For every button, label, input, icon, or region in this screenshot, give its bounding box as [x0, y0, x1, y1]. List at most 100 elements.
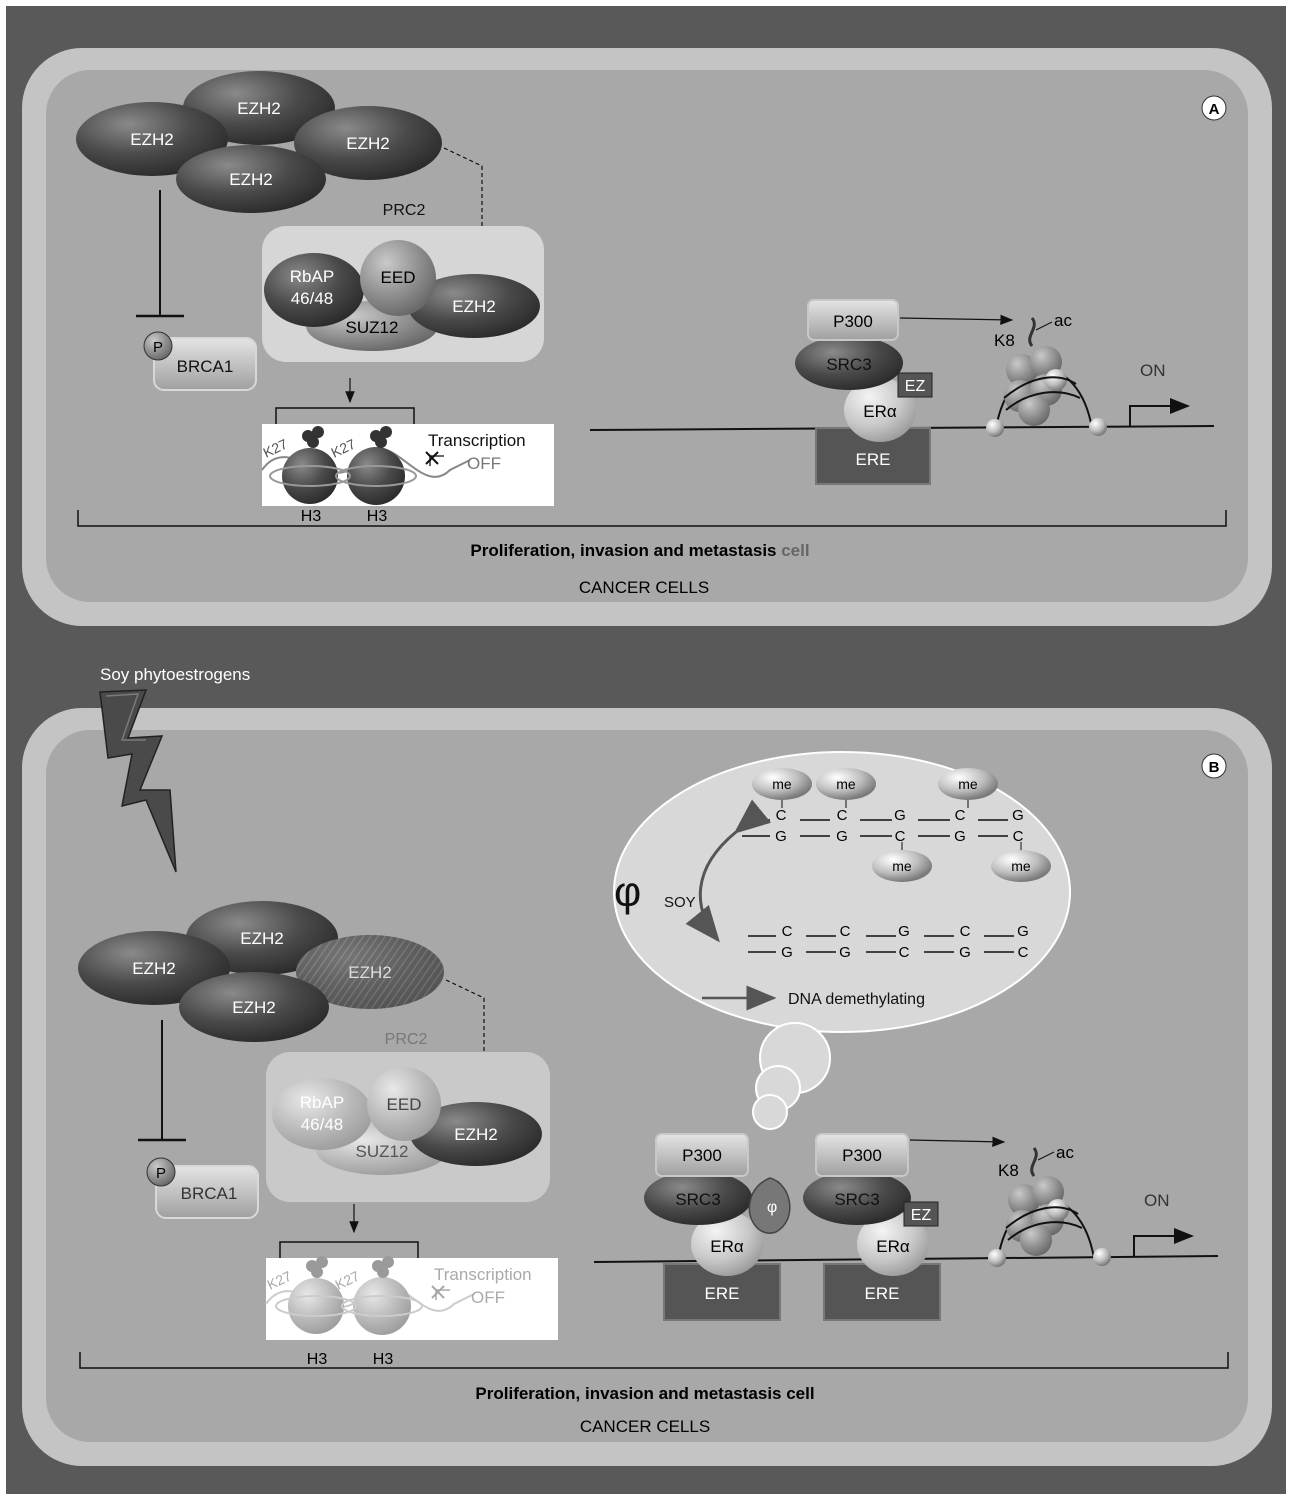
histone-h3: [282, 448, 338, 504]
k8-label: K8: [998, 1161, 1019, 1180]
ezh2-label: EZH2: [348, 963, 391, 982]
acetylated-nucleosome-b: [988, 1147, 1111, 1267]
er-alpha-label: ERα: [863, 402, 897, 421]
er-alpha-oval: [691, 1212, 763, 1276]
h3-label: H3: [307, 1351, 328, 1368]
ezh2-label: EZH2: [346, 134, 389, 153]
src3-oval: [644, 1171, 752, 1225]
recruitment-arrow: [443, 147, 487, 252]
base: G: [1012, 807, 1024, 824]
ezh2-label: EZH2: [132, 959, 175, 978]
prc2-label: PRC2: [383, 202, 426, 219]
outcome-label: Proliferation, invasion and metastasis c…: [475, 1384, 814, 1403]
brca1-box: [155, 1165, 259, 1219]
ezh2-cluster-b: EZH2 EZH2 EZH2 EZH2: [78, 901, 444, 1042]
base: C: [960, 923, 971, 940]
methyl-ball: [377, 1266, 389, 1278]
ezh2-oval: [179, 972, 329, 1042]
phospho-label: P: [156, 1165, 166, 1182]
linker-ball: [988, 1249, 1006, 1267]
p300-label: P300: [833, 312, 873, 331]
methyl-ball: [307, 436, 319, 448]
ere-label: ERE: [856, 450, 891, 469]
base: C: [899, 944, 910, 961]
target-bracket: [279, 1241, 419, 1258]
rbap-oval: [264, 253, 364, 327]
histone-ball: [1018, 394, 1050, 426]
ez-label: EZ: [905, 378, 926, 395]
ezh2-oval: [78, 931, 230, 1005]
p300-label: P300: [682, 1146, 722, 1165]
histone-h3: [347, 447, 405, 505]
ezh2-prc2-label: EZH2: [452, 297, 495, 316]
er-alpha-label: ERα: [876, 1237, 910, 1256]
off-label: OFF: [471, 1288, 505, 1307]
on-label: ON: [1144, 1191, 1170, 1210]
base: C: [840, 923, 851, 940]
methyl-ball: [312, 426, 324, 438]
demethylating-label: DNA demethylating: [788, 991, 925, 1008]
histone-ball: [1047, 1199, 1069, 1221]
block-x: [425, 451, 439, 465]
phi-symbol: φ: [614, 868, 641, 915]
rbap-label-1: RbAP: [290, 267, 334, 286]
panel-a-letter-badge: [1201, 95, 1227, 121]
methyl-group: [938, 768, 998, 800]
eed-label: EED: [387, 1095, 422, 1114]
target-bracket: [275, 407, 415, 424]
histone-tail: [1030, 1147, 1038, 1177]
ez-label: EZ: [911, 1207, 932, 1224]
ac-pointer: [1037, 1151, 1055, 1161]
acetylation-arrow: [909, 1136, 1006, 1147]
base: G: [954, 828, 966, 845]
conversion-arrow: [685, 799, 772, 943]
base: G: [781, 944, 793, 961]
p300-label: P300: [842, 1146, 882, 1165]
ezh2-prc2-label: EZH2: [454, 1125, 497, 1144]
p300-box: [655, 1133, 749, 1177]
k8-label: K8: [994, 331, 1015, 350]
er-complex-b: ERE ERα SRC3 EZ P300: [803, 1133, 941, 1321]
on-label: ON: [1140, 361, 1166, 380]
base: G: [898, 923, 910, 940]
base: C: [1013, 828, 1024, 845]
histone-ball: [1045, 369, 1067, 391]
eed-label: EED: [381, 268, 416, 287]
dna-wrap: [1007, 1221, 1083, 1241]
methyl-group: [752, 768, 812, 800]
soy-subscript: SOY: [664, 894, 696, 911]
me-label: me: [1011, 858, 1031, 874]
prc2-label: PRC2: [385, 1031, 428, 1048]
phospho-circle: [143, 331, 173, 361]
acetylated-nucleosome-a: [986, 317, 1107, 437]
src3-oval: [795, 336, 903, 390]
panel-b-letter: B: [1209, 759, 1220, 776]
brca1-label: BRCA1: [181, 1184, 238, 1203]
rbap-label-2: 46/48: [301, 1115, 344, 1134]
histone-tail: [1028, 317, 1036, 347]
h3-label: H3: [301, 508, 322, 525]
dna-wrap: [1005, 1206, 1079, 1229]
off-label: OFF: [467, 454, 501, 473]
base: G: [1017, 923, 1029, 940]
methyl-group: [872, 850, 932, 882]
cancer-cells-label: CANCER CELLS: [580, 1417, 710, 1436]
methyl-ball: [380, 426, 392, 438]
src3-oval: [803, 1171, 911, 1225]
me-label: me: [958, 776, 978, 792]
ezh2-label: EZH2: [229, 170, 272, 189]
outcome-bracket: [79, 1352, 1229, 1369]
linker-ball: [1093, 1248, 1111, 1266]
base: G: [894, 807, 906, 824]
phytoestrogen-drop: [748, 1177, 791, 1234]
linker-ball: [1089, 418, 1107, 436]
er-alpha-oval: [857, 1212, 929, 1276]
ezh2-label: EZH2: [237, 99, 280, 118]
brca1-box: [153, 337, 257, 391]
panel-a-letter: A: [1209, 101, 1220, 118]
eed-circle: [367, 1067, 441, 1141]
h3-label: H3: [367, 508, 388, 525]
h3-label: H3: [373, 1351, 394, 1368]
suz12-label: SUZ12: [356, 1142, 409, 1161]
brca1-label: BRCA1: [177, 357, 234, 376]
